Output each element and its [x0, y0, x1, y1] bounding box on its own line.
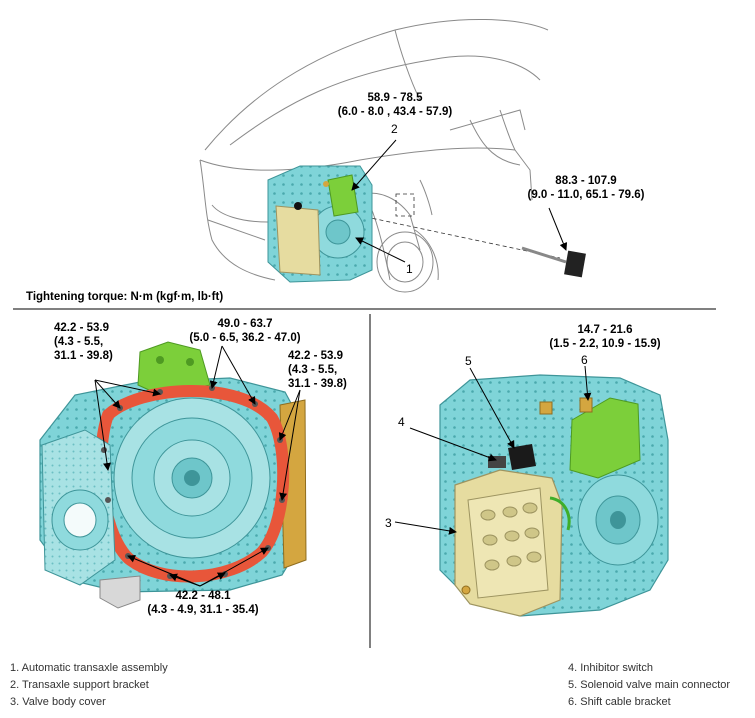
- legend-item-1: 1. Automatic transaxle assembly: [10, 662, 168, 674]
- legend-item-5: 5. Solenoid valve main connector: [568, 679, 731, 691]
- left-leaders: [94, 345, 301, 587]
- callout-4: 4: [398, 415, 405, 429]
- left-torque-right: 42.2 - 53.9 (4.3 - 5.5, 31.1 - 39.8): [288, 349, 347, 391]
- left-torque-right-alt1: (4.3 - 5.5,: [288, 364, 338, 376]
- left-torque-top-mid-alt: (5.0 - 6.5, 36.2 - 47.0): [189, 332, 301, 344]
- left-torque-top-left-value: 42.2 - 53.9: [54, 322, 109, 334]
- legend-item-2: 2. Transaxle support bracket: [10, 679, 149, 691]
- shift-cable-torque-label: 88.3 - 107.9 (9.0 - 11.0, 65.1 - 79.6): [512, 174, 660, 202]
- left-torque-top-left: 42.2 - 53.9 (4.3 - 5.5, 31.1 - 39.8): [54, 321, 113, 363]
- right-torque-top-value: 14.7 - 21.6: [577, 324, 633, 336]
- shift-cable-part: [521, 246, 586, 278]
- left-torque-top-left-alt1: (4.3 - 5.5,: [54, 336, 104, 348]
- right-transaxle: [439, 374, 669, 617]
- left-transaxle: [39, 341, 307, 609]
- shift-cable-torque-value: 88.3 - 107.9: [555, 175, 617, 187]
- left-torque-bottom-alt: (4.3 - 4.9, 31.1 - 35.4): [147, 604, 259, 616]
- left-torque-right-alt2: 31.1 - 39.8): [288, 378, 347, 390]
- left-torque-top-mid: 49.0 - 63.7 (5.0 - 6.5, 36.2 - 47.0): [164, 317, 326, 345]
- left-torque-right-value: 42.2 - 53.9: [288, 350, 343, 362]
- dashed-reference: [351, 193, 561, 259]
- left-torque-top-mid-value: 49.0 - 63.7: [217, 318, 273, 330]
- car-outline: [199, 18, 549, 293]
- top-transaxle: [267, 165, 373, 283]
- callout-5: 5: [465, 354, 472, 368]
- right-torque-top-alt: (1.5 - 2.2, 10.9 - 15.9): [549, 338, 661, 350]
- left-torque-top-left-alt2: 31.1 - 39.8): [54, 350, 113, 362]
- callout-2-top: 2: [391, 122, 398, 136]
- support-bracket-torque-alt: (6.0 - 8.0 , 43.4 - 57.9): [337, 106, 453, 118]
- support-bracket-torque-label: 58.9 - 78.5 (6.0 - 8.0 , 43.4 - 57.9): [327, 91, 463, 119]
- callout-3: 3: [385, 516, 392, 530]
- support-bracket-torque-value: 58.9 - 78.5: [367, 92, 423, 104]
- shift-cable-torque-alt: (9.0 - 11.0, 65.1 - 79.6): [527, 189, 645, 201]
- right-torque-top: 14.7 - 21.6 (1.5 - 2.2, 10.9 - 15.9): [525, 323, 685, 351]
- legend-item-6: 6. Shift cable bracket: [568, 696, 671, 708]
- legend-item-4: 4. Inhibitor switch: [568, 662, 653, 674]
- section-title: Tightening torque: N·m (kgf·m, lb·ft): [26, 291, 224, 303]
- right-leaders: [394, 365, 592, 535]
- callout-6: 6: [581, 353, 588, 367]
- top-leaders: [351, 139, 568, 263]
- left-torque-bottom: 42.2 - 48.1 (4.3 - 4.9, 31.1 - 35.4): [130, 589, 276, 617]
- legend-item-3: 3. Valve body cover: [10, 696, 106, 708]
- left-torque-bottom-value: 42.2 - 48.1: [175, 590, 231, 602]
- callout-1-top: 1: [406, 262, 413, 276]
